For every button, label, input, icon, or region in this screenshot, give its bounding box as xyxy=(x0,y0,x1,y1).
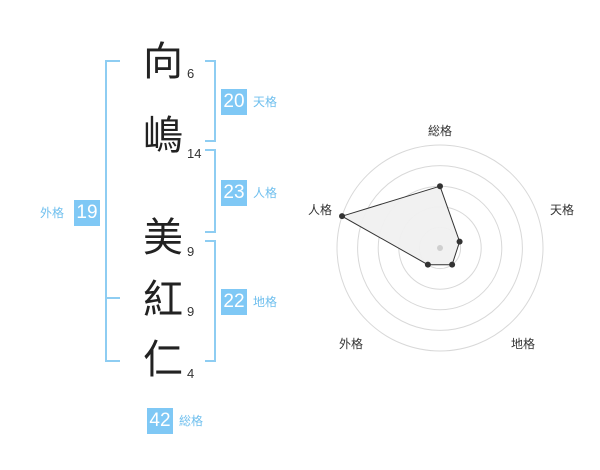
radar-axis-label-chikaku: 地格 xyxy=(511,337,536,351)
gaikaku-bracket-tick xyxy=(105,297,120,299)
radar-ring xyxy=(336,144,544,352)
radar-ring xyxy=(357,165,523,331)
radar-axis-label-gaikaku: 外格 xyxy=(339,337,364,351)
tenkaku-bracket xyxy=(205,60,216,142)
name-char-3: 美 xyxy=(143,215,183,261)
stroke-count-1: 6 xyxy=(187,66,195,81)
gaikaku-bracket xyxy=(105,60,120,362)
chikaku-bracket xyxy=(205,240,216,362)
radar-axis-label-tenkaku: 天格 xyxy=(550,203,575,217)
tenkaku-badge: 20 xyxy=(221,89,247,115)
name-char-5: 仁 xyxy=(143,337,183,383)
radar-center xyxy=(437,245,443,251)
radar-area xyxy=(340,185,461,266)
radar-point-1 xyxy=(437,183,443,190)
name-char-4: 紅 xyxy=(143,277,183,323)
radar-point-4 xyxy=(424,261,431,268)
gaikaku-badge: 19 xyxy=(74,200,100,226)
radar-point-5 xyxy=(339,213,346,220)
radar-point-3 xyxy=(449,261,456,268)
stroke-count-2: 14 xyxy=(187,146,202,161)
name-char-1: 向 xyxy=(143,39,183,85)
jinkaku-label: 人格 xyxy=(253,186,278,200)
stroke-count-5: 4 xyxy=(187,366,195,381)
chikaku-badge: 22 xyxy=(221,289,247,315)
name-char-2: 嶋 xyxy=(143,113,183,159)
jinkaku-bracket xyxy=(205,149,216,233)
chikaku-label: 地格 xyxy=(253,295,278,309)
radar-point-2 xyxy=(456,238,463,245)
gaikaku-label: 外格 xyxy=(40,206,65,220)
stroke-count-3: 9 xyxy=(187,244,195,259)
stroke-count-4: 9 xyxy=(187,304,195,319)
soukaku-badge: 42 xyxy=(147,408,173,434)
radar-axis-label-jinkaku: 人格 xyxy=(308,203,333,217)
jinkaku-badge: 23 xyxy=(221,180,247,206)
radar-axis-label-soukaku: 総格 xyxy=(428,124,453,138)
tenkaku-label: 天格 xyxy=(253,95,278,109)
soukaku-label: 総格 xyxy=(179,414,204,428)
